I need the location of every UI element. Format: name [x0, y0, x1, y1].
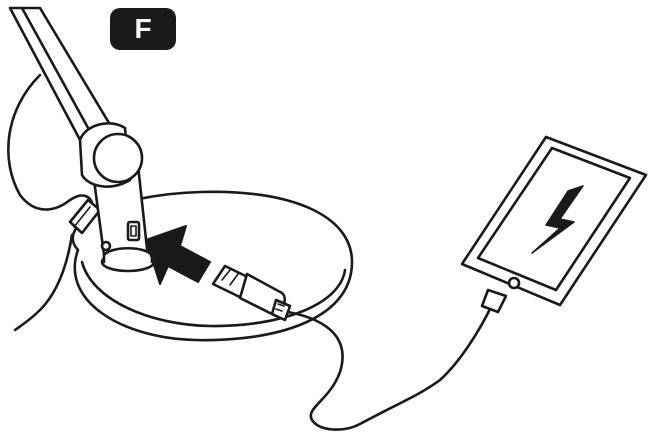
post-screw: [100, 240, 112, 252]
usb-cable: [286, 303, 494, 431]
lightning-charge-icon: [531, 185, 584, 254]
lamp-power-cord: [7, 73, 94, 214]
insert-arrow-icon: [145, 225, 211, 285]
usb-port: [126, 220, 141, 242]
lamp-power-cord-lower: [13, 233, 74, 332]
lamp-joint-knob: [78, 122, 144, 188]
phone-connector: [480, 288, 508, 314]
step-label-badge: F: [110, 8, 176, 50]
usb-connector: [211, 264, 292, 322]
